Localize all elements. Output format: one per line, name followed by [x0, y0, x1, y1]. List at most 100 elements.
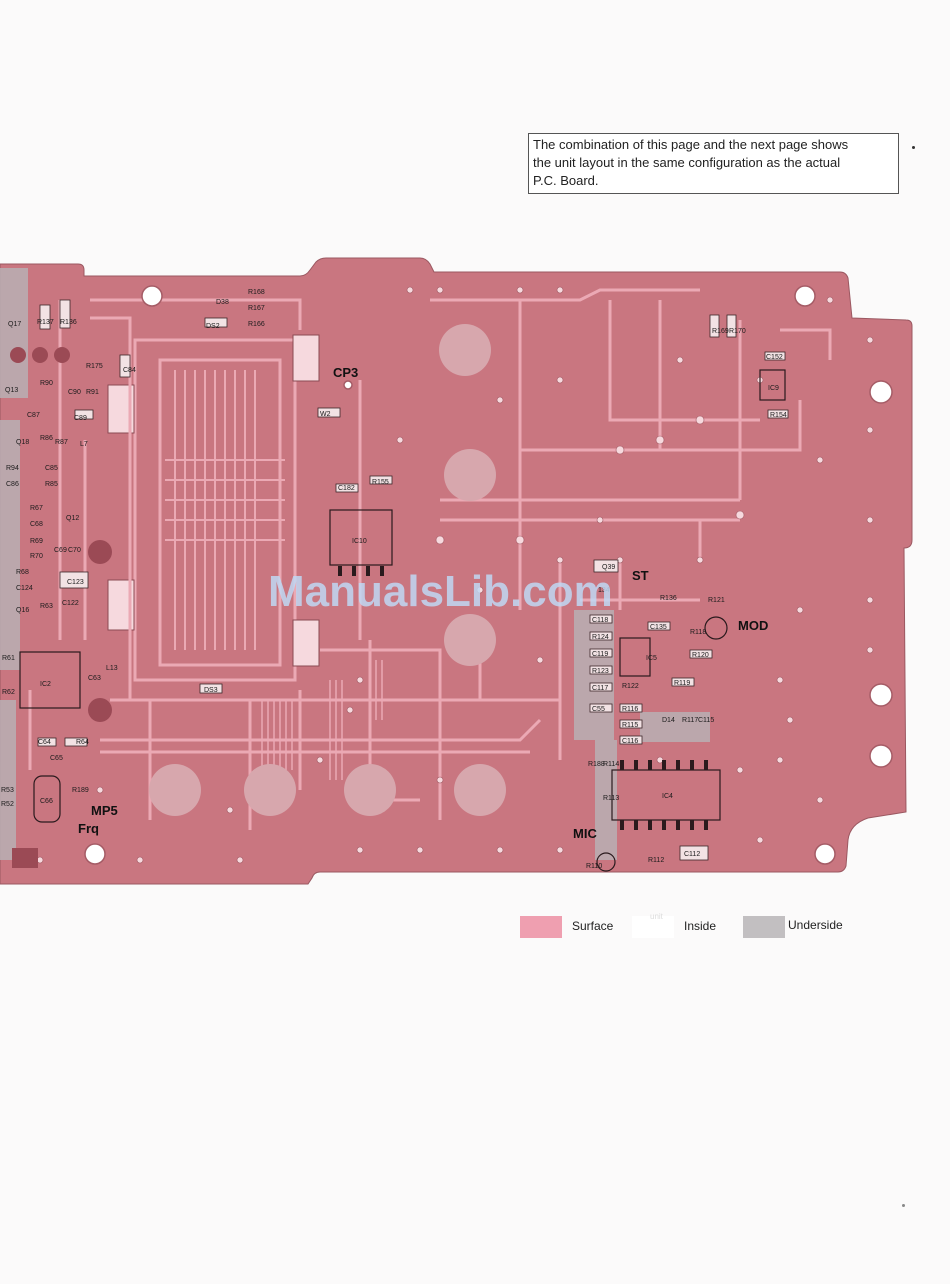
- part-label: R119: [674, 680, 690, 687]
- part-label: C118: [592, 617, 608, 624]
- part-label: IC9: [768, 385, 779, 392]
- part-label: R137: [37, 319, 54, 326]
- part-label: Q17: [8, 321, 21, 328]
- layout-note-line: P.C. Board.: [533, 173, 599, 188]
- part-label: W2: [320, 411, 331, 418]
- part-label: R67: [30, 505, 43, 512]
- part-label: C112: [684, 851, 700, 858]
- part-label: R169: [712, 328, 729, 335]
- part-label: C124: [16, 585, 33, 592]
- vias: [36, 286, 874, 864]
- part-label: R167: [248, 305, 265, 312]
- part-label: R110: [586, 863, 602, 870]
- test-point-label-st: ST: [632, 568, 649, 583]
- mounting-holes: [84, 285, 836, 865]
- ic-pins: [338, 566, 708, 830]
- part-label: IC4: [662, 793, 673, 800]
- part-label: D14: [662, 717, 675, 724]
- part-label: R90: [40, 380, 53, 387]
- part-label: R154: [770, 412, 787, 419]
- part-label: R168: [248, 289, 265, 296]
- part-label: C135: [650, 624, 667, 631]
- part-label: IC2: [40, 681, 51, 688]
- margin-dot: [902, 1204, 905, 1207]
- test-point-label-mic: MIC: [573, 826, 597, 841]
- test-point-label-frq: Frq: [78, 821, 99, 836]
- part-label: R61: [2, 655, 15, 662]
- legend-swatch-underside: [743, 916, 785, 938]
- part-label: R85: [45, 481, 58, 488]
- connector-block: [133, 338, 297, 682]
- legend-label-surface: Surface: [572, 919, 614, 933]
- test-point-labels: CP3 ST MOD MP5 Frq MIC: [78, 365, 768, 841]
- antenna-pads: [149, 324, 506, 816]
- legend-label-underside: Underside: [788, 918, 843, 932]
- part-label: IC5: [646, 655, 657, 662]
- part-label: C55: [592, 706, 605, 713]
- part-label: C65: [50, 755, 63, 762]
- part-label: R120: [692, 652, 709, 659]
- legend-faint-text: unit: [650, 912, 663, 921]
- connector-traces: [165, 370, 285, 650]
- part-label: DS2: [206, 323, 220, 330]
- part-label: R118: [690, 629, 706, 636]
- part-label: C90: [68, 389, 81, 396]
- margin-dot: [912, 146, 915, 149]
- part-label: R123: [592, 668, 609, 675]
- part-label: C119: [592, 651, 608, 658]
- part-label: R112: [648, 857, 664, 864]
- part-bodies: [37, 299, 789, 861]
- part-label: C86: [6, 481, 19, 488]
- part-label: R188: [588, 761, 605, 768]
- part-label: C115: [698, 717, 714, 724]
- part-label: Q39: [602, 564, 615, 571]
- part-label: 134: [598, 587, 610, 594]
- part-label: C85: [45, 465, 58, 472]
- part-label: R124: [592, 634, 609, 641]
- part-label: R121: [708, 597, 725, 604]
- part-label: R91: [86, 389, 99, 396]
- part-label: C89: [74, 415, 87, 422]
- part-label: C152: [766, 354, 783, 361]
- part-label: R86: [40, 435, 53, 442]
- test-point-label-mod: MOD: [738, 618, 768, 633]
- part-label: C64: [38, 739, 51, 746]
- part-label: IC10: [352, 538, 367, 545]
- part-label: R170: [729, 328, 746, 335]
- part-label: R62: [2, 689, 15, 696]
- legend-swatch-surface: [520, 916, 562, 938]
- part-label: Q16: [16, 607, 29, 614]
- part-label: R52: [1, 801, 14, 808]
- part-label: C116: [622, 738, 638, 745]
- part-label: C68: [30, 521, 43, 528]
- part-label: L13: [106, 665, 118, 672]
- part-label: C117: [592, 685, 608, 692]
- part-label: R113: [603, 795, 619, 802]
- part-label: R136: [660, 595, 677, 602]
- part-label: R53: [1, 787, 14, 794]
- part-label: R175: [86, 363, 103, 370]
- layout-note-line: the unit layout in the same configuratio…: [533, 155, 841, 170]
- part-label: C87: [27, 412, 40, 419]
- part-label: C84: [123, 367, 136, 374]
- test-point-label-cp3: CP3: [333, 365, 358, 380]
- part-label: Q13: [5, 387, 18, 394]
- part-label: R63: [40, 603, 53, 610]
- part-label: R122: [622, 683, 639, 690]
- part-label: R155: [372, 479, 389, 486]
- pcb-artwork: [0, 268, 874, 872]
- part-label: R94: [6, 465, 19, 472]
- part-label: C123: [67, 579, 84, 586]
- part-label: R166: [248, 321, 265, 328]
- part-label: D38: [216, 299, 229, 306]
- part-label: R70: [30, 553, 43, 560]
- part-label: DS3: [204, 687, 218, 694]
- part-label: C69: [54, 547, 67, 554]
- part-label: R117: [682, 717, 698, 724]
- part-label: R189: [72, 787, 89, 794]
- part-label: R136: [60, 319, 77, 326]
- fine-traces: [261, 660, 383, 780]
- part-label: R69: [30, 538, 43, 545]
- layout-note: The combination of this page and the nex…: [528, 133, 899, 194]
